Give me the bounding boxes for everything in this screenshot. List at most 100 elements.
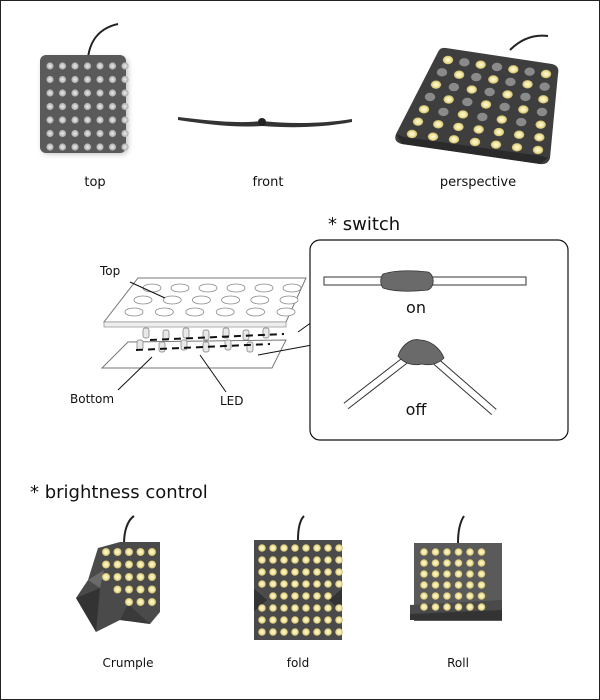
switch-frame — [309, 239, 569, 441]
led-dot — [71, 129, 79, 138]
switch-off-strip-right-fill — [430, 355, 496, 415]
led-dot — [113, 585, 122, 594]
led-dot — [520, 92, 531, 102]
dimple — [198, 283, 218, 293]
led-component — [262, 327, 270, 339]
circuit-trace — [149, 333, 285, 341]
led-dot — [121, 89, 129, 97]
led-dot — [324, 592, 332, 600]
led-dot — [96, 129, 104, 138]
led-grid — [258, 544, 343, 636]
led-dot — [454, 581, 463, 589]
dimple — [142, 283, 162, 293]
led-dot — [324, 616, 332, 624]
led-grid — [46, 62, 129, 151]
led-dot — [58, 143, 67, 151]
led-dot — [518, 105, 529, 114]
led-dot — [46, 62, 54, 70]
crumple-fold — [120, 604, 150, 624]
led-dot — [302, 628, 310, 636]
led-component — [158, 341, 166, 353]
led-dot — [302, 580, 310, 588]
led-dot — [269, 628, 277, 636]
led-dot — [480, 100, 492, 109]
exploded-layers — [100, 277, 313, 393]
led-dot — [258, 628, 266, 636]
led-dot — [291, 556, 299, 564]
led-dot — [108, 143, 117, 151]
led-dot — [466, 548, 474, 556]
led-dot — [108, 116, 117, 124]
callout-led — [199, 354, 227, 393]
led-dot — [453, 122, 464, 132]
led-dot — [302, 592, 310, 600]
panel-body — [254, 540, 342, 640]
crumple-fold — [88, 570, 104, 588]
led-dot — [46, 75, 54, 84]
led-dot — [496, 115, 507, 124]
led-dot — [58, 62, 67, 70]
led-dot — [453, 70, 465, 79]
label-switch-on: on — [406, 298, 426, 317]
led-grid — [406, 55, 552, 155]
led-dot — [431, 603, 440, 611]
led-dot — [83, 129, 92, 138]
led-dot — [313, 556, 321, 564]
led-dot — [46, 143, 54, 151]
led-dot — [302, 556, 310, 564]
led-dot — [313, 616, 321, 624]
dimple — [154, 307, 174, 317]
led-dot — [313, 580, 321, 588]
led-dot — [457, 110, 469, 119]
led-dot — [96, 102, 104, 111]
led-dot — [83, 116, 92, 124]
led-dot — [406, 129, 418, 139]
label-crumple: Crumple — [102, 656, 154, 670]
label-perspective-view: perspective — [439, 175, 517, 190]
led-dot — [324, 628, 332, 636]
led-component — [142, 327, 150, 339]
led-dot — [113, 548, 122, 556]
led-dot — [291, 616, 299, 624]
led-dot — [125, 585, 133, 594]
led-dot — [420, 570, 428, 578]
led-dot — [466, 85, 477, 94]
led-dot — [46, 102, 54, 111]
led-dot — [324, 580, 332, 588]
led-dot — [83, 89, 92, 97]
led-dot — [108, 89, 117, 97]
led-dot — [477, 548, 486, 556]
led-dot — [427, 132, 439, 141]
led-dot — [102, 548, 110, 556]
label-top-layer: Top — [100, 264, 121, 278]
led-dot — [513, 130, 525, 139]
led-dot — [121, 102, 129, 111]
led-dot — [443, 559, 451, 567]
led-dot — [524, 67, 535, 76]
led-dot — [466, 603, 474, 611]
led-dot — [493, 127, 505, 137]
led-dot — [420, 559, 428, 567]
top-layer-dimples — [124, 283, 302, 317]
dimple — [276, 307, 296, 317]
led-dot — [83, 75, 92, 84]
led-dot — [96, 116, 104, 124]
led-dot — [71, 89, 79, 97]
led-dot — [258, 616, 266, 624]
panel-top-view — [40, 23, 129, 154]
led-dot — [418, 105, 430, 114]
dimple — [282, 283, 302, 293]
led-dot — [71, 75, 79, 84]
led-dot — [454, 603, 463, 611]
led-dot — [125, 560, 133, 569]
cable-joint — [258, 118, 266, 126]
dimple — [246, 307, 266, 317]
led-dot — [71, 102, 79, 111]
cable — [457, 515, 465, 544]
switch-off-strip-left-fill — [344, 355, 410, 409]
led-dot — [477, 559, 486, 567]
led-dot — [258, 580, 266, 588]
switch-box — [309, 239, 569, 441]
led-dot — [148, 548, 156, 556]
led-dot — [459, 58, 470, 67]
